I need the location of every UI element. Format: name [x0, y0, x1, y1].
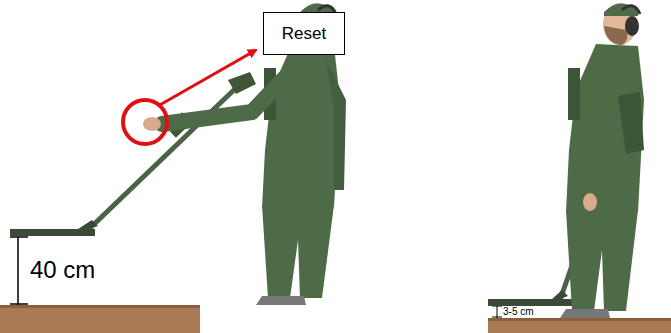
callout-box: Reset	[263, 12, 345, 55]
ground-edge	[488, 318, 671, 321]
dimension-label: 40 cm	[30, 258, 95, 282]
boots	[560, 309, 610, 318]
boots	[256, 296, 306, 305]
hand	[143, 117, 161, 131]
ground	[0, 305, 200, 333]
search-coil	[488, 299, 582, 306]
torso	[566, 44, 644, 212]
dimension-tick	[10, 236, 28, 238]
headphone	[625, 16, 639, 36]
dimension-line	[17, 237, 19, 305]
holster	[618, 92, 644, 154]
dimension-line	[497, 306, 498, 318]
callout-label: Reset	[282, 24, 326, 44]
back-arm	[326, 60, 346, 190]
detector-armrest	[228, 72, 256, 94]
headphone-band	[622, 6, 640, 14]
legs	[566, 210, 638, 311]
callout-arrow	[158, 50, 256, 106]
beard	[604, 26, 627, 45]
detector-shaft	[88, 86, 238, 230]
legs	[262, 205, 334, 298]
harness	[568, 68, 580, 120]
coil-bracket	[78, 220, 98, 229]
arm	[590, 62, 604, 196]
hand	[583, 193, 597, 211]
dimension-tick	[492, 317, 502, 318]
highlight-circle	[123, 100, 167, 144]
dimension-tick	[10, 303, 28, 305]
ground	[488, 318, 671, 333]
coil-bracket	[552, 290, 568, 299]
dimension-label: 3-5 cm	[503, 307, 534, 317]
search-coil	[10, 229, 95, 236]
ground-edge	[0, 305, 200, 308]
